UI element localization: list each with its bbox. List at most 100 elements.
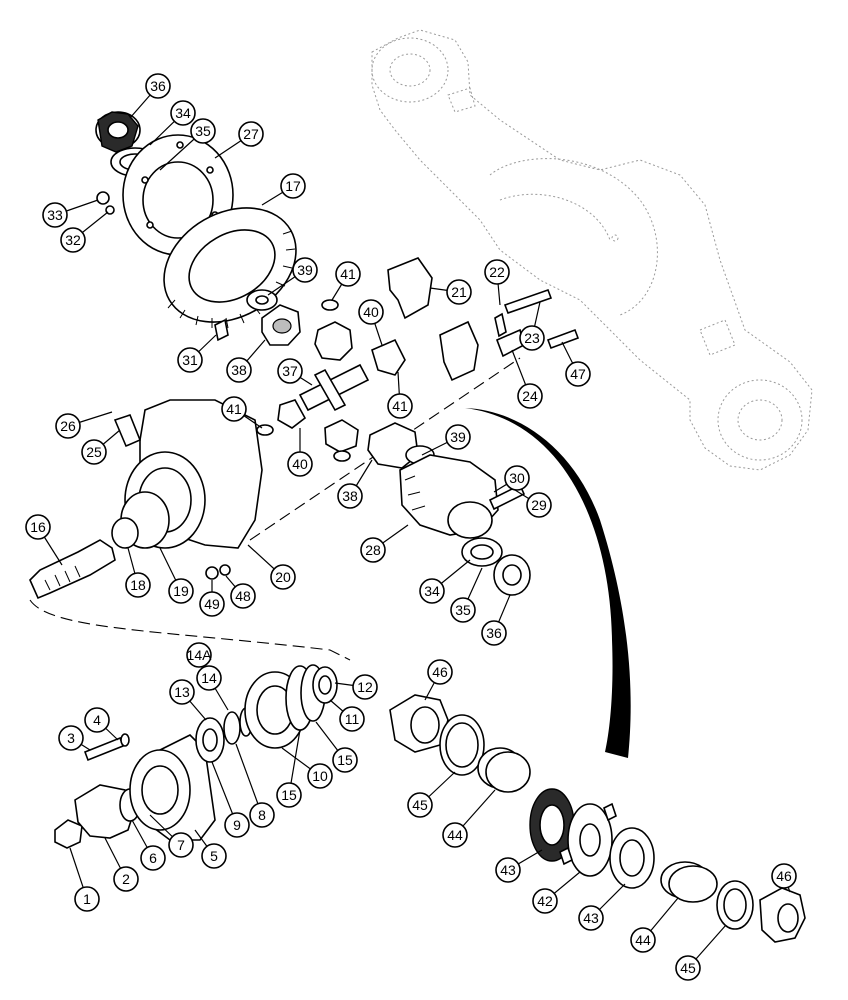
callout-14: 14 [196,665,222,691]
thrust-washer-41-top [321,299,339,311]
callout-22: 22 [484,259,510,285]
callout-number: 40 [363,304,379,320]
callout-33: 33 [42,202,68,228]
spring-44-top [477,747,531,793]
callout-41: 41 [335,261,361,287]
callout-circle [177,347,203,373]
callout-38: 38 [337,483,363,509]
callout-number: 3 [67,730,75,746]
callout-6: 6 [140,845,166,871]
callout-circle [307,763,333,789]
callout-43: 43 [578,905,604,931]
callout-circle [771,863,797,889]
pin-47 [546,328,580,350]
callout-number: 40 [292,456,308,472]
callout-circle [578,905,604,931]
callout-number: 34 [424,583,440,599]
callout-circle [170,100,196,126]
callout-number: 22 [489,264,505,280]
assembly-dashline-lower [29,599,351,661]
callout-circle [675,955,701,981]
callout-circle [84,707,110,733]
callout-circle [42,202,68,228]
bolt-3-washer-4 [83,733,130,762]
callout-27: 27 [238,121,264,147]
callout-circle [125,572,151,598]
callout-28: 28 [360,537,386,563]
callout-21: 21 [446,279,472,305]
callout-circle [226,357,252,383]
callout-circle [55,413,81,439]
callout-4: 4 [84,707,110,733]
callout-number: 25 [86,444,102,460]
callout-circle [339,706,365,732]
callout-29: 29 [526,492,552,518]
callout-circle [335,261,361,287]
bearing-9 [195,717,225,763]
callout-number: 32 [65,232,81,248]
yoke-2 [74,784,136,839]
callout-number: 15 [337,752,353,768]
callout-circle [145,73,171,99]
callout-number: 38 [231,362,247,378]
callout-circle [238,121,264,147]
callout-23: 23 [519,325,545,351]
callout-circle [427,659,453,685]
callout-32: 32 [60,227,86,253]
callout-48: 48 [230,583,256,609]
callout-circle [201,843,227,869]
callout-number: 46 [776,868,792,884]
callout-40: 40 [358,299,384,325]
clutch-hub-46-bottom [759,887,806,943]
callout-circle [169,679,195,705]
callout-49: 49 [199,591,225,617]
nut-33 [96,191,115,215]
callout-number: 45 [412,797,428,813]
callout-34: 34 [419,578,445,604]
callout-circle [352,674,378,700]
callout-number: 6 [149,850,157,866]
callout-36: 36 [145,73,171,99]
callout-circle [526,492,552,518]
axle-housing [371,29,813,471]
callout-circle [74,886,100,912]
callout-circle [168,832,194,858]
bearing-cone-36-top [95,111,141,153]
bearing-cone-36-lower [493,554,531,596]
callout-number: 37 [282,363,298,379]
pinion-gear-lower [324,419,359,462]
callout-20: 20 [270,564,296,590]
callout-number: 36 [150,78,166,94]
callout-46: 46 [771,863,797,889]
callout-circle [199,591,225,617]
callout-number: 13 [174,684,190,700]
callout-number: 19 [173,583,189,599]
callout-15: 15 [276,782,302,808]
callout-number: 17 [285,178,301,194]
callout-circle [292,257,318,283]
callout-45: 45 [407,792,433,818]
callout-number: 44 [447,827,463,843]
callout-5: 5 [201,843,227,869]
callout-circle [270,564,296,590]
callout-circle [484,259,510,285]
callout-18: 18 [125,572,151,598]
callout-circle [360,537,386,563]
callout-number: 8 [258,807,266,823]
callout-39: 39 [292,257,318,283]
callout-circle [25,514,51,540]
plate-45-bottom [716,880,754,930]
callout-19: 19 [168,578,194,604]
callout-number: 38 [342,488,358,504]
callout-number: 42 [537,893,553,909]
callout-31: 31 [177,347,203,373]
callout-circle [407,792,433,818]
callout-circle [249,802,275,828]
callout-number: 36 [486,625,502,641]
callout-circle [168,578,194,604]
callout-number: 41 [226,401,242,417]
callout-circle [276,782,302,808]
callout-number: 18 [130,577,146,593]
callout-number: 23 [524,330,540,346]
callout-number: 39 [297,262,313,278]
